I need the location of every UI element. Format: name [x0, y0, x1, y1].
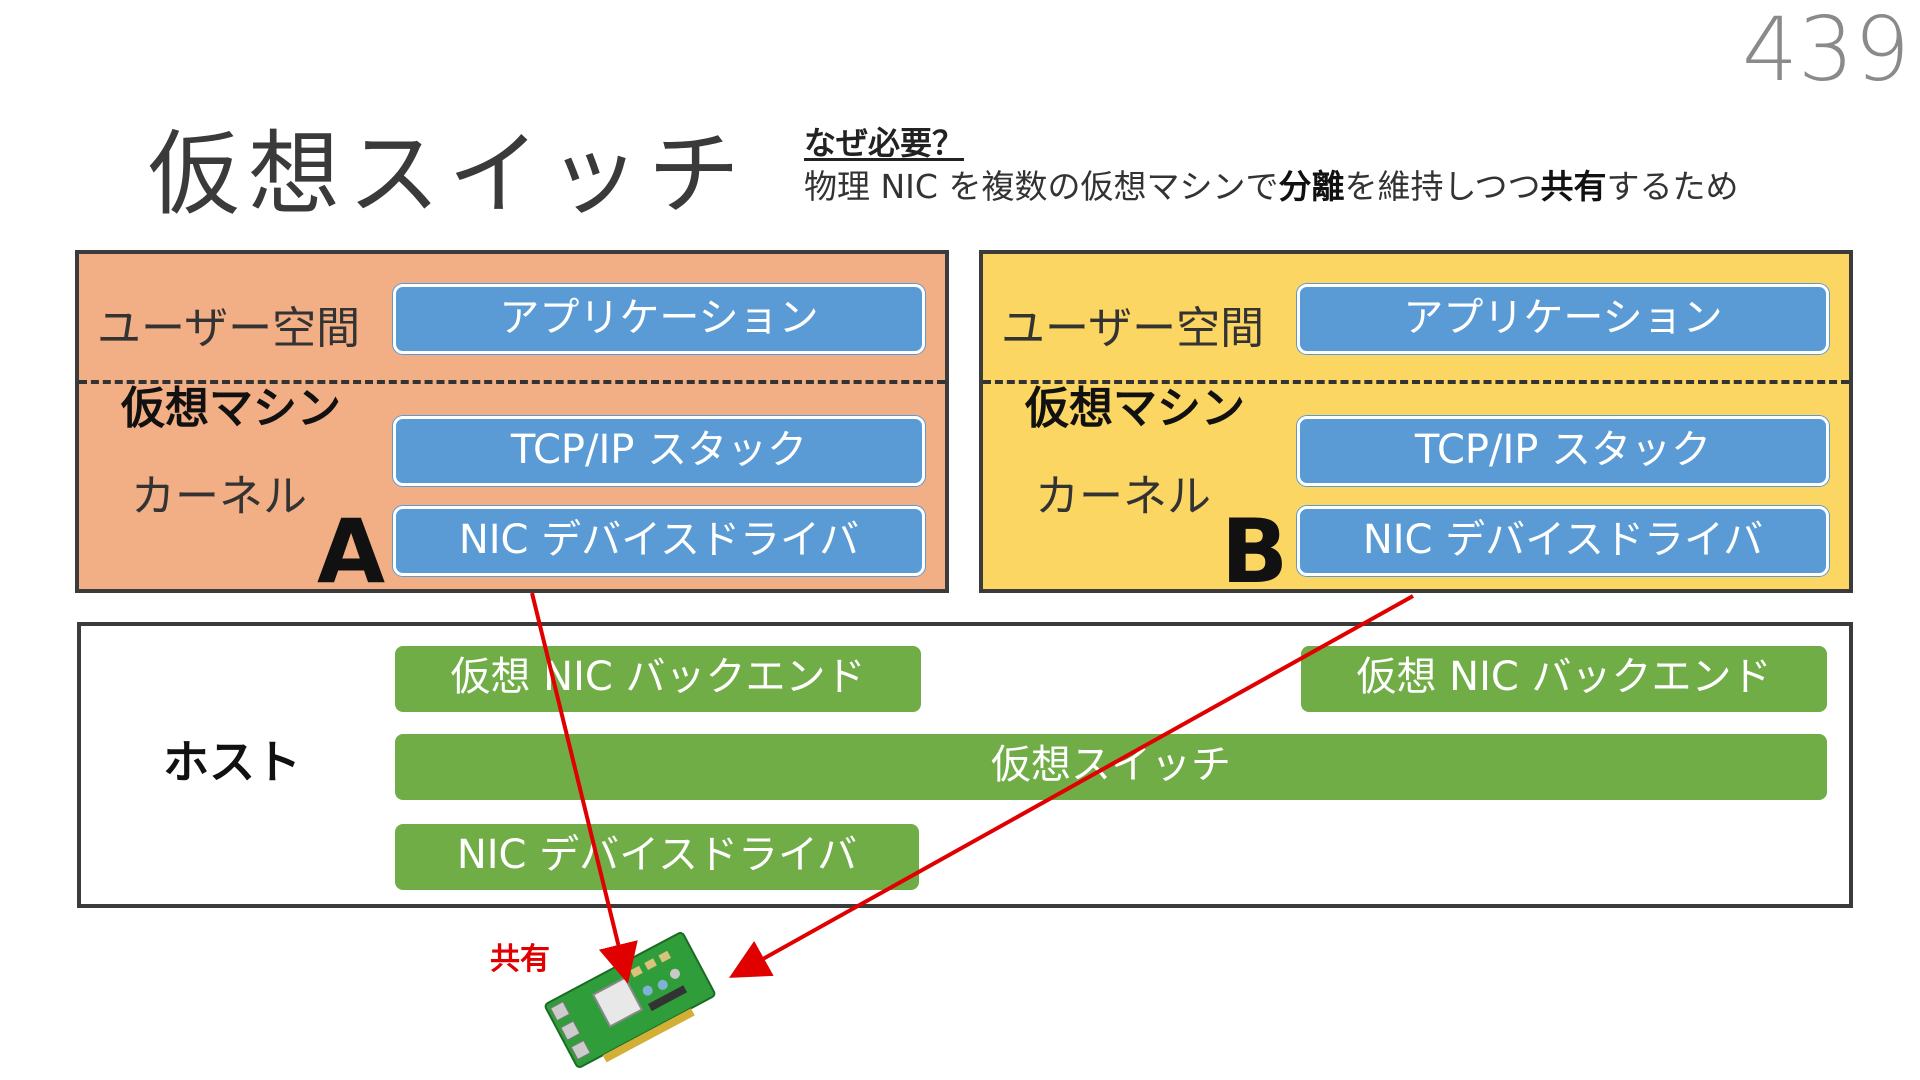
shared-label: 共有: [490, 942, 550, 977]
host-label: ホスト: [163, 735, 301, 789]
host-box: ホスト 仮想 NIC バックエンド 仮想 NIC バックエンド 仮想スイッチ N…: [77, 622, 1853, 908]
virtual-nic-backend-a: 仮想 NIC バックエンド: [395, 646, 921, 712]
vm-letter: B: [1221, 500, 1289, 603]
why-answer-part-bold: 分離: [1278, 167, 1345, 206]
vm-letter: A: [317, 500, 386, 603]
why-answer-part: を維持しつつ: [1344, 167, 1541, 206]
nic-card-icon: [544, 932, 716, 1068]
nic-driver-box: NIC デバイスドライバ: [393, 506, 925, 576]
vm-a-box: ユーザー空間 仮想マシン カーネル A アプリケーション TCP/IP スタック…: [75, 250, 949, 603]
kernel-label: カーネル: [131, 471, 307, 522]
vm-label: 仮想マシン: [121, 383, 341, 434]
tcpip-stack-box: TCP/IP スタック: [393, 416, 925, 486]
virtual-nic-backend-b: 仮想 NIC バックエンド: [1301, 646, 1827, 712]
nic-driver-box: NIC デバイスドライバ: [1297, 506, 1829, 576]
kernel-label: カーネル: [1035, 471, 1211, 522]
why-answer-part: 物理 NIC を複数の仮想マシンで: [804, 167, 1279, 206]
user-space-label: ユーザー空間: [97, 303, 361, 354]
why-question: なぜ必要？: [804, 124, 965, 162]
why-answer-part-bold: 共有: [1540, 167, 1607, 206]
page-number: 439: [1742, 0, 1910, 101]
user-kernel-divider: [983, 380, 1849, 384]
vm-label: 仮想マシン: [1025, 383, 1245, 434]
why-answer: 物理 NIC を複数の仮想マシンで分離を維持しつつ共有するため: [804, 160, 1738, 208]
page-title: 仮想スイッチ: [148, 121, 749, 228]
user-space-label: ユーザー空間: [1001, 303, 1265, 354]
tcpip-stack-box: TCP/IP スタック: [1297, 416, 1829, 486]
application-box: アプリケーション: [1297, 284, 1829, 354]
host-nic-driver-box: NIC デバイスドライバ: [395, 824, 919, 890]
why-answer-part: するため: [1606, 167, 1739, 206]
application-box: アプリケーション: [393, 284, 925, 354]
vm-b-box: ユーザー空間 仮想マシン カーネル B アプリケーション TCP/IP スタック…: [979, 250, 1853, 603]
user-kernel-divider: [79, 380, 945, 384]
virtual-switch-bar: 仮想スイッチ: [395, 734, 1827, 800]
